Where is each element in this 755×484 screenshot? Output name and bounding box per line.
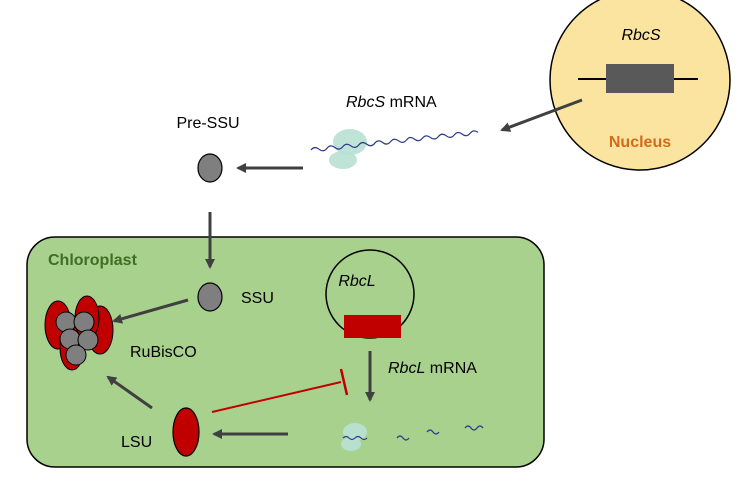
mrna-strand-icon: [310, 130, 479, 152]
ssu-particle: [197, 282, 223, 312]
rbcl-mrna-suffix: mRNA: [425, 360, 477, 377]
rbcs-mrna-label: RbcS mRNA: [346, 94, 437, 111]
pre-ssu-label: Pre-SSU: [176, 115, 239, 132]
rbcl-translation: [341, 423, 484, 451]
rubisco-ssu-4: [77, 329, 99, 351]
pathway-arrows: [106, 98, 583, 439]
nucleus: RbcS Nucleus: [549, 0, 731, 171]
inhibition-bar: [339, 368, 349, 396]
ssu-label: SSU: [241, 290, 274, 307]
mrna-fragment-1: [396, 435, 410, 441]
lsu-particle: [172, 407, 200, 457]
pre-ssu: Pre-SSU: [176, 115, 240, 183]
ribosome-small-subunit-icon: [329, 151, 357, 169]
arrow-ssu-to-rubisco: [112, 298, 189, 324]
rbcs-mrna-suffix: mRNA: [385, 94, 437, 111]
arrow-nucleus-to-mrna: [500, 98, 583, 132]
mrna-fragment-3: [464, 425, 484, 431]
rbcl-mrna-label: RbcL mRNA: [388, 360, 477, 377]
rbcl-gene-label: RbcL: [338, 273, 375, 290]
rubisco-label: RuBisCO: [130, 344, 197, 361]
rbcs-mrna: RbcS mRNA: [310, 94, 479, 169]
rbcl-gene-box: [344, 315, 401, 338]
ribosome-icon: [333, 129, 367, 155]
rbcs-gene-label: RbcS: [621, 27, 660, 44]
ssu: SSU: [197, 282, 274, 312]
lsu: LSU: [121, 407, 200, 457]
rubisco-ssu-5: [65, 344, 87, 366]
rubisco-ssu-2: [73, 311, 95, 333]
ribosome-icon: [343, 423, 367, 441]
rbcl-plastome: RbcL: [325, 249, 415, 339]
chloroplast: Chloroplast: [26, 236, 545, 468]
rbcs-gene-box: [606, 64, 674, 93]
lsu-label: LSU: [121, 434, 152, 451]
inhibition-stem: [211, 381, 342, 413]
rubisco-complex-icon: [44, 295, 114, 371]
chloroplast-label: Chloroplast: [48, 252, 138, 269]
pre-ssu-particle: [197, 153, 223, 183]
inhibition-line: [211, 368, 349, 413]
arrow-lsu-to-rubisco: [106, 375, 153, 410]
ribosome-small-subunit-icon: [341, 437, 361, 451]
mrna-strand-icon: [342, 435, 368, 441]
nucleus-label: Nucleus: [609, 134, 671, 151]
rbcl-mrna-gene-name: RbcL: [388, 360, 425, 377]
rbcs-mrna-gene-name: RbcS: [346, 94, 385, 111]
mrna-fragment-2: [426, 429, 440, 435]
chloroplast-body: [26, 236, 545, 468]
